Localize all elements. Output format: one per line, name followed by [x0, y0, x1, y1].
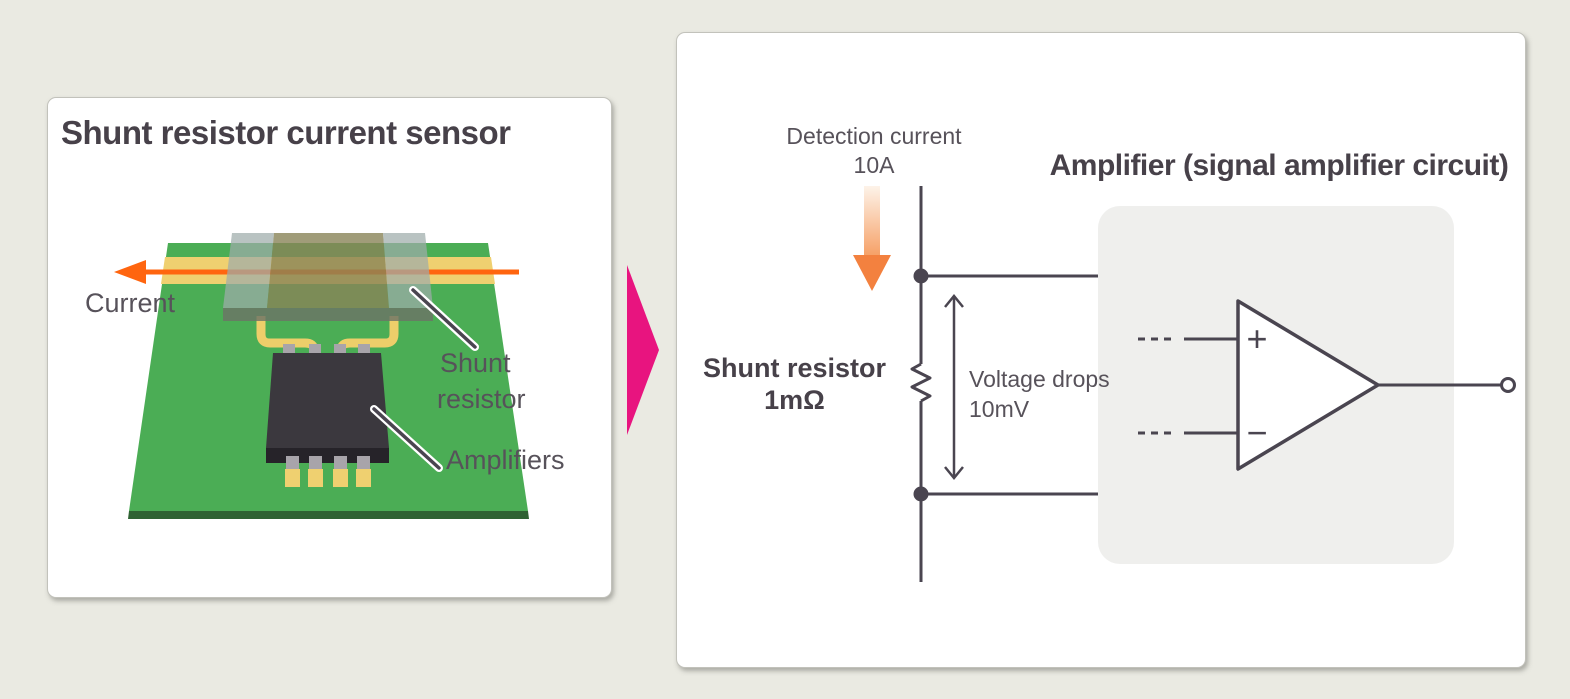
shunt-resistor-label-line1: Shunt — [440, 348, 511, 378]
detection-current-arrowhead-icon — [853, 255, 891, 291]
output-terminal-icon — [1500, 377, 1516, 393]
voltage-drop-label-line1: Voltage drops — [969, 366, 1110, 392]
shunt-resistor-value-line1: Shunt resistor — [702, 353, 887, 383]
right-panel: Amplifier (signal amplifier circuit) Det… — [676, 32, 1526, 668]
amplifier-title: Amplifier (signal amplifier circuit) — [1049, 149, 1509, 182]
flow-arrow-icon — [627, 265, 659, 435]
voltage-drop-arrow — [944, 294, 964, 480]
shunt-resistor-block — [223, 233, 433, 321]
resistor-symbol — [910, 362, 932, 403]
shunt-resistor-label-line2: resistor — [437, 384, 526, 414]
left-panel: Shunt resistor current sensor — [47, 97, 612, 598]
current-label: Current — [85, 288, 176, 318]
amplifier-chip-front — [266, 448, 389, 463]
junction-node-bottom — [913, 486, 929, 502]
pcb-illustration — [114, 233, 529, 519]
detection-current-label-line2: 10A — [853, 152, 895, 178]
junction-node-top — [913, 268, 929, 284]
leader-lines — [370, 286, 479, 472]
left-panel-title: Shunt resistor current sensor — [61, 114, 511, 151]
opamp-input-leads — [1138, 337, 1238, 435]
shunt-resistor-value-line2: 1mΩ — [764, 385, 825, 415]
opamp-triangle — [1236, 299, 1380, 471]
detection-current-label-line1: Detection current — [786, 123, 962, 149]
voltage-drop-label-line2: 10mV — [969, 396, 1030, 422]
pcb-board-edge — [128, 511, 529, 519]
amplifiers-label: Amplifiers — [446, 445, 565, 475]
opamp-minus-sign: − — [1246, 412, 1268, 453]
amplifier-chip-top — [266, 353, 389, 448]
opamp-plus-sign: + — [1246, 318, 1268, 359]
detection-current-arrow-icon — [864, 186, 880, 256]
circuit-schematic — [910, 186, 1516, 582]
chip-bottom-pins — [285, 456, 371, 487]
chip-top-pins — [283, 344, 370, 354]
